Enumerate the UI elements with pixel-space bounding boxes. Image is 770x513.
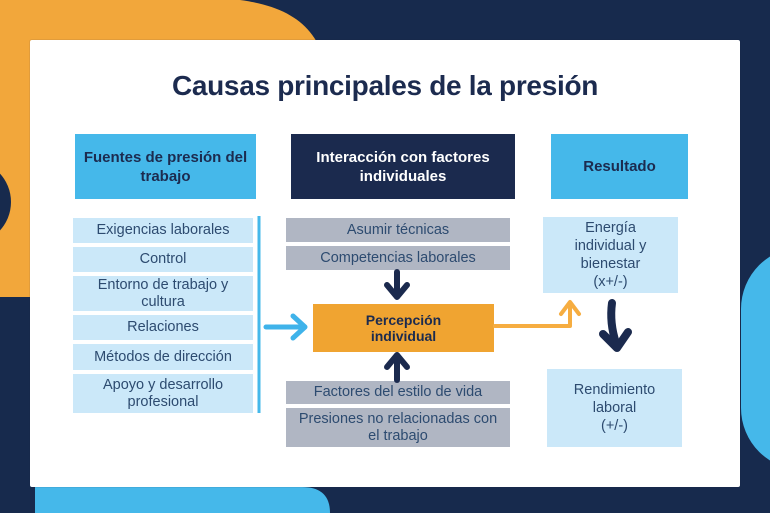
source-item-apoyo: Apoyo y desarrollo profesional	[73, 374, 253, 413]
interaction-item-asumir: Asumir técnicas	[286, 218, 510, 242]
energia-line-2: individual y	[574, 238, 647, 254]
energia-line-1: Energía	[585, 220, 636, 236]
page-title: Causas principales de la presión	[171, 70, 599, 101]
interaction-item-presiones: Presiones no relacionadas con el trabajo	[286, 408, 510, 447]
source-item-control: Control	[73, 247, 253, 272]
result-box-energia: Energía individual y bienestar (x+/-)	[543, 217, 678, 293]
perception-line-2: individual	[370, 328, 437, 344]
header-interaction: Interacción con factores individuales	[291, 134, 515, 199]
source-item-relaciones: Relaciones	[73, 315, 253, 340]
header-result: Resultado	[551, 134, 688, 199]
source-item-exigencias: Exigencias laborales	[73, 218, 253, 243]
bottom-left-blue-shape	[35, 487, 330, 513]
header-sources: Fuentes de presión del trabajo	[75, 134, 256, 199]
rendimiento-line-3: (+/-)	[601, 418, 628, 434]
interaction-item-competencias: Competencias laborales	[286, 246, 510, 270]
right-blue-shape	[741, 256, 770, 461]
rendimiento-line-2: laboral	[592, 400, 637, 416]
perception-box: Percepción individual	[313, 304, 494, 352]
result-box-rendimiento: Rendimiento laboral (+/-)	[547, 369, 682, 447]
perception-line-1: Percepción	[365, 312, 442, 328]
energia-line-4: (x+/-)	[593, 274, 628, 290]
navy-circle-accent	[0, 173, 11, 231]
source-item-metodos: Métodos de dirección	[73, 344, 253, 370]
rendimiento-line-1: Rendimiento	[573, 382, 656, 398]
energia-line-3: bienestar	[580, 256, 641, 272]
source-item-entorno: Entorno de trabajo y cultura	[73, 276, 253, 311]
interaction-item-estilo-vida: Factores del estilo de vida	[286, 381, 510, 404]
